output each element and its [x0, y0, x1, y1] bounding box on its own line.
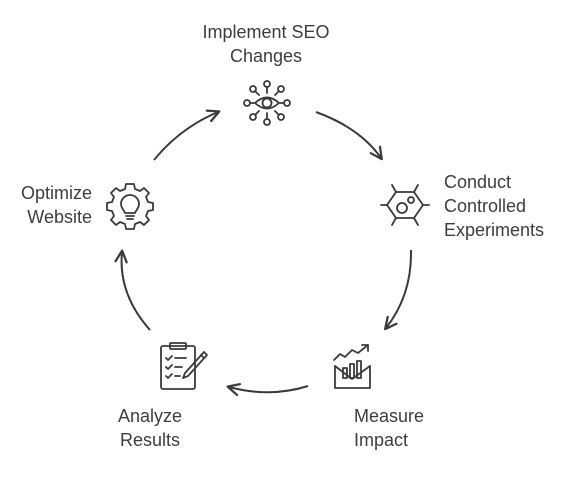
arrow-measure-to-analyze [226, 383, 309, 397]
conduct-experiments-label: Conduct Controlled Experiments [444, 170, 564, 242]
label-line: Implement SEO [202, 22, 330, 42]
label-line: Results [119, 430, 181, 450]
lightbulb-gear-icon [106, 183, 154, 230]
molecule-hexagon-icon [380, 184, 430, 226]
chart-envelope-icon [333, 344, 371, 389]
label-line: Experiments [444, 220, 545, 240]
label-line: Changes [229, 46, 303, 66]
measure-impact-label: Measure Impact [354, 404, 464, 452]
label-line: Controlled [444, 196, 527, 216]
clipboard-checklist-icon [160, 342, 208, 390]
label-line: Optimize [20, 183, 92, 203]
arrow-analyze-to-optimize [114, 249, 151, 331]
label-line: Website [27, 207, 92, 227]
arrow-implement-to-conduct [315, 111, 383, 161]
label-line: Analyze [117, 406, 183, 426]
label-line: Conduct [444, 172, 512, 192]
implement-seo-label: Implement SEO Changes [166, 20, 366, 68]
analyze-results-label: Analyze Results [100, 404, 200, 452]
arrow-conduct-to-measure [384, 249, 413, 331]
label-line: Impact [354, 430, 409, 450]
label-line: Measure [354, 406, 425, 426]
eye-network-icon [243, 80, 291, 126]
optimize-website-label: Optimize Website [4, 181, 92, 229]
arrow-optimize-to-implement [153, 109, 221, 161]
